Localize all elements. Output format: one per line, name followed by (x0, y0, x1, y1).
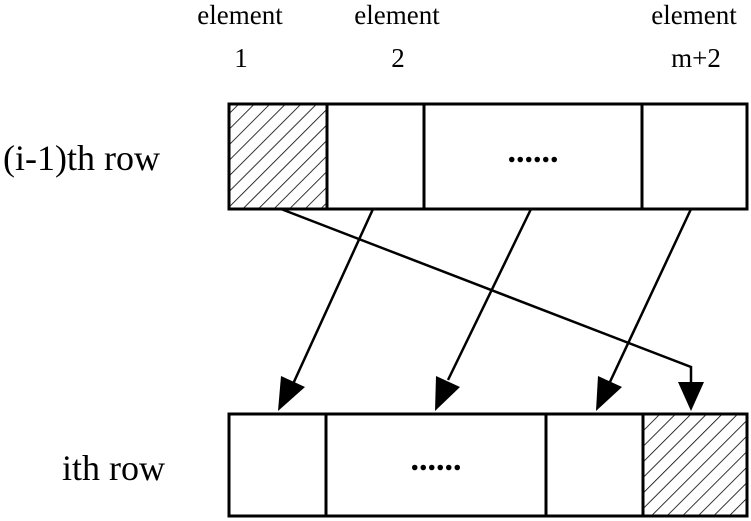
arrow-head (678, 382, 704, 411)
element-2-label-line2: 2 (391, 43, 405, 73)
shift-arrows (278, 207, 704, 411)
bottom-row-frame (227, 412, 749, 518)
header-labels: element 1 element 2 element m+2 (197, 0, 737, 73)
bottom-row-label: ith row (62, 448, 165, 488)
arrow-shaft (291, 208, 375, 385)
arrow-head (596, 376, 622, 411)
arrow-shaft-wrap (280, 207, 693, 384)
bottom-row-ellipsis: ...... (411, 441, 462, 478)
element-1-label-line2: 1 (234, 43, 248, 73)
element-2-label-line1: element (354, 0, 440, 30)
arrow-shaft (446, 208, 533, 381)
arrow-head (278, 376, 305, 411)
element-m2-label-line1: element (651, 0, 737, 30)
element-m2-label-line2: m+2 (671, 43, 721, 73)
arrow-shaft (607, 208, 693, 385)
top-row-frame (227, 102, 749, 211)
top-row-label: (i-1)th row (3, 138, 160, 178)
bottom-row-hatched-cell (643, 414, 747, 516)
top-row-hatched-cell (229, 104, 327, 209)
element-1-label-line1: element (197, 0, 283, 30)
bottom-row: ...... (227, 412, 749, 518)
arrow-head (435, 376, 460, 411)
top-row-ellipsis: ...... (508, 133, 559, 170)
top-row: ...... (227, 102, 749, 211)
